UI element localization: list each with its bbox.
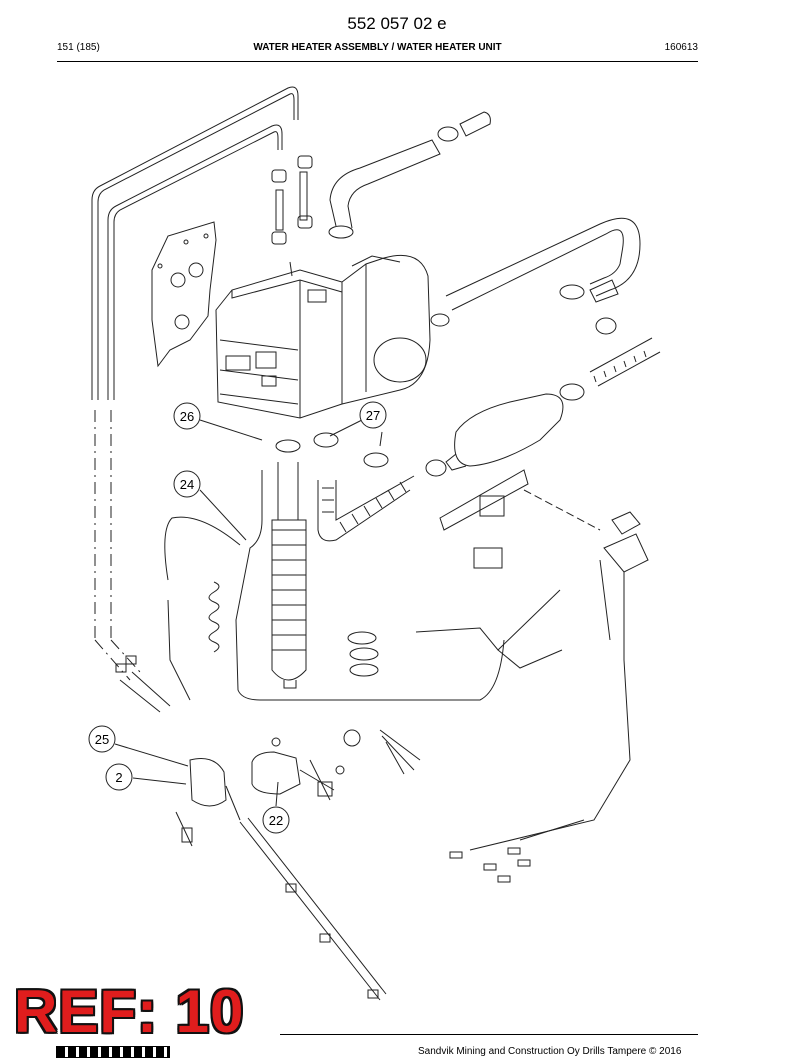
document-number: 552 057 02 e: [347, 14, 447, 33]
callout-leaders: [114, 419, 363, 807]
footer-divider: [280, 1034, 698, 1035]
return-hose: [430, 217, 641, 327]
exhaust-pipe-right: [559, 317, 661, 401]
exhaust-silencer: [445, 393, 564, 471]
combustion-air-hose: [271, 462, 307, 689]
svg-text:22: 22: [269, 813, 283, 828]
svg-text:25: 25: [95, 732, 109, 747]
pipe-clamps-top: [271, 155, 313, 245]
date-code: 160613: [664, 42, 698, 53]
connectors-bottom-right: [449, 847, 531, 883]
fuel-line-lower: [239, 817, 387, 1001]
wiring-harness: [164, 470, 631, 851]
callout-22: 22: [262, 806, 290, 834]
coil-spring: [208, 581, 220, 653]
exhaust-pipe-lower: [317, 475, 415, 542]
control-bracket: [439, 469, 649, 573]
sandvik-logo: [56, 1046, 170, 1058]
hose-clamps: [275, 431, 447, 677]
svg-text:26: 26: [180, 409, 194, 424]
callout-27: 27: [359, 401, 387, 429]
callout-24: 24: [173, 470, 201, 498]
water-heater-body: [215, 254, 431, 419]
callout-25: 25: [88, 725, 116, 753]
page-header: 151 (185) WATER HEATER ASSEMBLY / WATER …: [57, 42, 698, 56]
upper-water-hose: [328, 111, 491, 239]
callout-2: 2: [105, 763, 133, 791]
fuel-pump: [115, 655, 241, 847]
svg-text:24: 24: [180, 477, 194, 492]
footer-copyright: Sandvik Mining and Construction Oy Drill…: [418, 1046, 682, 1057]
header-divider: [57, 61, 698, 62]
page-number: 151 (185): [57, 42, 100, 53]
mounting-bracket: [151, 221, 217, 368]
svg-text:2: 2: [115, 770, 122, 785]
fuel-pump-mount: [251, 729, 361, 801]
ref-stamp: REF: 10: [14, 978, 245, 1045]
svg-text:27: 27: [366, 408, 380, 423]
coolant-pipes: [91, 86, 299, 681]
page-title: WATER HEATER ASSEMBLY / WATER HEATER UNI…: [253, 42, 502, 53]
callout-26: 26: [173, 402, 201, 430]
